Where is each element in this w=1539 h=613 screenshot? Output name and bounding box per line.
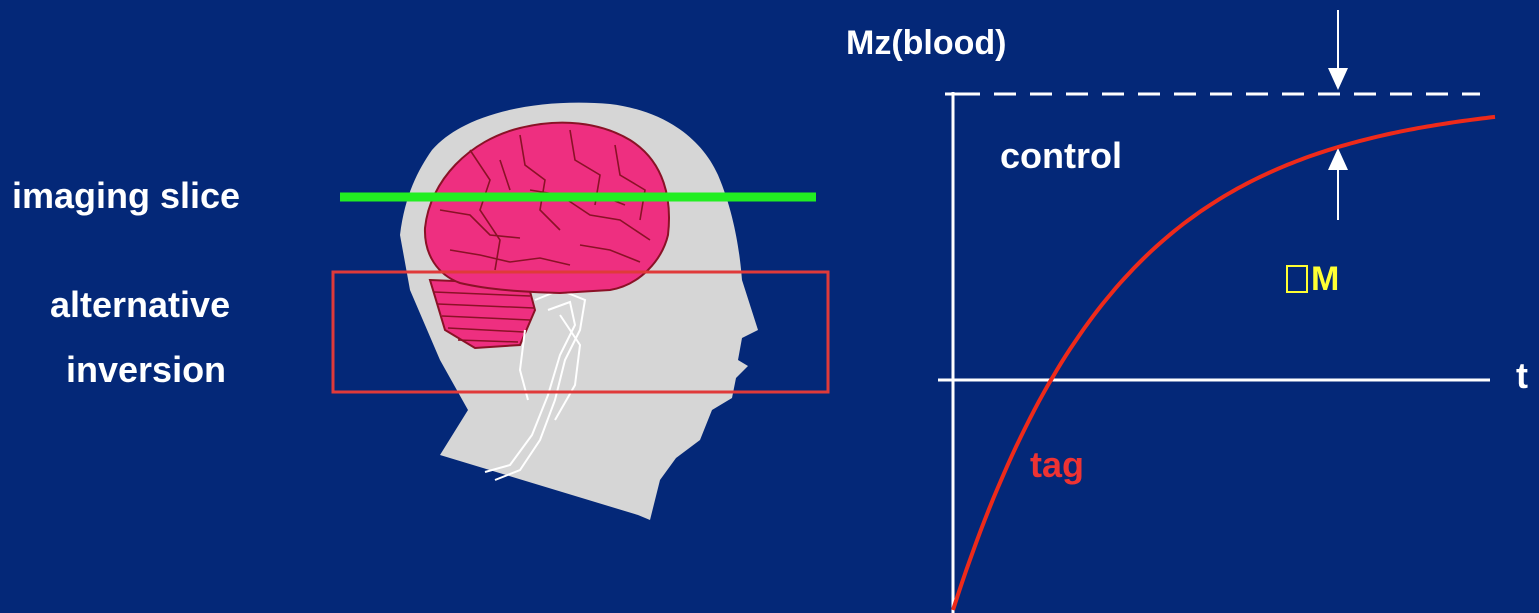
tag-label: tag xyxy=(1030,447,1084,483)
tag-curve xyxy=(953,117,1495,610)
control-label: control xyxy=(1000,138,1122,174)
t-axis-label: t xyxy=(1516,358,1528,394)
delta-m-arrow-bottom xyxy=(1328,148,1348,220)
inversion-label: inversion xyxy=(66,352,226,388)
imaging-slice-label: imaging slice xyxy=(12,178,240,214)
delta-m-arrow-top xyxy=(1328,10,1348,90)
delta-m-label: M xyxy=(1286,262,1339,296)
delta-m-text: M xyxy=(1311,260,1339,298)
mz-axis-label: Mz(blood) xyxy=(846,26,1007,60)
delta-symbol-box xyxy=(1286,265,1308,293)
alternative-label: alternative xyxy=(50,287,230,323)
